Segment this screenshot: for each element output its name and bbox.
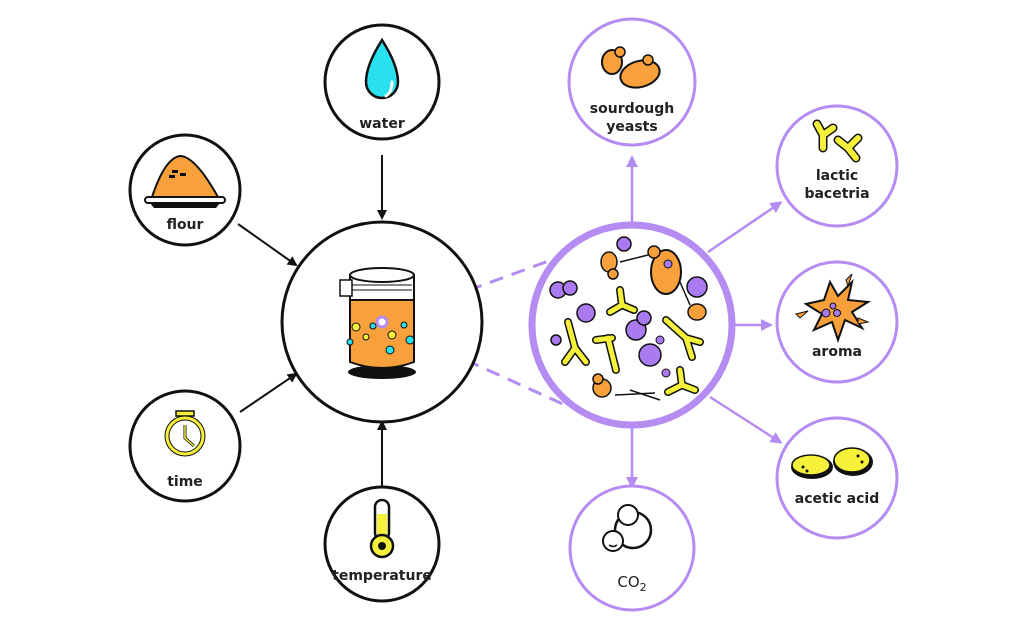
- yeast-icon: [601, 46, 661, 89]
- aroma-burst-icon: [795, 273, 872, 344]
- bacteria-label-line-1: lactic: [816, 168, 858, 184]
- flour-pile-icon: [144, 154, 226, 208]
- thermometer-icon: [369, 498, 395, 559]
- yeasts-label-line-1: sourdough: [590, 101, 674, 117]
- acetic-acid-icon: [791, 447, 873, 479]
- microbe-node: [528, 221, 736, 429]
- acetic-circle: [775, 416, 899, 540]
- output-node-aroma: aroma: [775, 260, 899, 384]
- stopwatch-icon: [164, 410, 206, 457]
- arrow-time: [239, 372, 298, 413]
- water-label: water: [359, 116, 405, 132]
- output-node-co2: CO2: [568, 484, 696, 612]
- bacteria-label-line-2: bacetria: [804, 186, 869, 202]
- flour-label: flour: [167, 217, 204, 233]
- output-node-acetic-acid: acetic acid: [775, 416, 899, 540]
- output-node-lactic-bacteria: lactic bacetria: [775, 104, 899, 228]
- output-connectors: [626, 155, 783, 489]
- output-node-sourdough-yeasts: sourdough yeasts: [567, 17, 697, 147]
- jar-icon: [339, 267, 416, 379]
- co2-label-main: CO: [617, 573, 639, 591]
- input-node-water: water: [323, 23, 441, 141]
- water-drop-icon: [364, 37, 400, 100]
- arrow-flour: [237, 223, 298, 267]
- input-node-temperature: temperature: [323, 485, 441, 603]
- co2-bubbles-icon: [602, 504, 653, 552]
- center-node: [280, 220, 484, 424]
- microbes-icon: [549, 236, 708, 401]
- co2-label-subscript: 2: [640, 581, 647, 594]
- arrow-bacteria: [707, 201, 783, 254]
- co2-label: CO2: [617, 573, 646, 594]
- input-node-time: time: [128, 389, 242, 503]
- input-node-flour: flour: [128, 133, 242, 247]
- bacteria-icon: [812, 119, 863, 163]
- input-connectors: [237, 155, 387, 487]
- aroma-label: aroma: [812, 344, 862, 360]
- time-label: time: [167, 474, 203, 490]
- acetic-label: acetic acid: [795, 491, 879, 507]
- yeasts-label-line-2: yeasts: [606, 119, 657, 135]
- bacteria-circle: [775, 104, 899, 228]
- temperature-label: temperature: [332, 568, 432, 584]
- arrow-acetic: [709, 395, 783, 444]
